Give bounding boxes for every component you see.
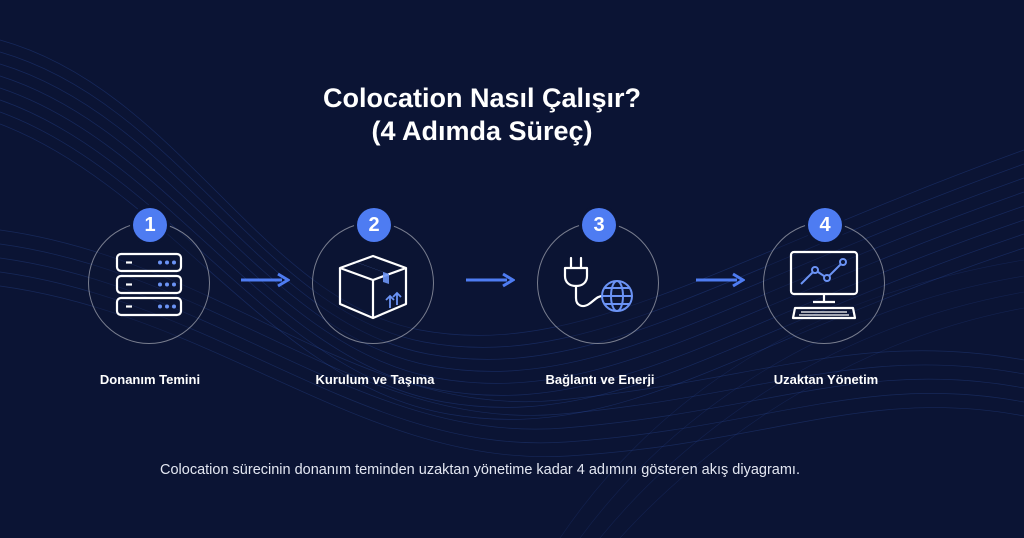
step-number-badge: 1	[133, 208, 167, 242]
plug-globe-icon	[563, 256, 633, 312]
step-number-badge: 2	[357, 208, 391, 242]
step-circle	[763, 222, 885, 344]
step-number-badge: 4	[808, 208, 842, 242]
diagram-caption: Colocation sürecinin donanım teminden uz…	[160, 462, 800, 478]
monitor-chart-icon	[789, 250, 859, 320]
arrow-right-icon	[241, 272, 290, 288]
step-4-label: Uzaktan Yönetim	[773, 372, 879, 387]
step-3-label: Bağlantı ve Enerji	[545, 372, 655, 387]
server-rack-icon	[115, 252, 183, 317]
title-line-2: (4 Adımda Süreç)	[371, 116, 593, 146]
arrow-right-icon	[466, 272, 515, 288]
step-3: 3	[525, 208, 675, 348]
step-circle	[537, 222, 659, 344]
step-1-label: Donanım Temini	[99, 372, 201, 387]
step-4: 4	[751, 208, 901, 348]
step-2-label: Kurulum ve Taşıma	[315, 372, 435, 387]
step-1: 1	[76, 208, 226, 348]
diagram-title: Colocation Nasıl Çalışır? (4 Adımda Süre…	[212, 82, 752, 148]
arrow-right-icon	[696, 272, 745, 288]
step-number-badge: 3	[582, 208, 616, 242]
step-2: 2	[300, 208, 450, 348]
shipping-box-icon	[338, 254, 408, 320]
title-line-1: Colocation Nasıl Çalışır?	[322, 83, 642, 113]
